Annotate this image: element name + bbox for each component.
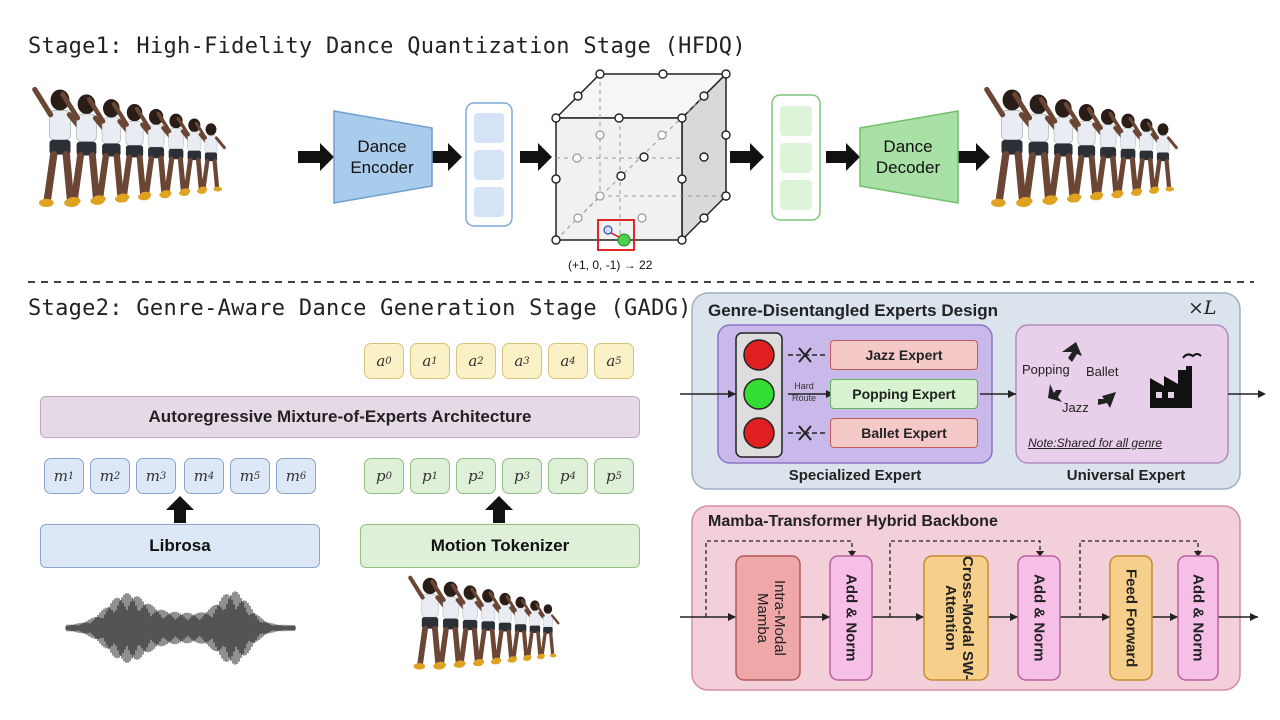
cross-attention-wrap: Cross-Modal SW-Attention	[924, 556, 988, 680]
cross-attention-label: Cross-Modal SW-Attention	[942, 556, 976, 680]
backbone-title: Mamba-Transformer Hybrid Backbone	[708, 513, 998, 530]
add-norm-block-3	[1177, 555, 1219, 681]
add-norm-3-wrap: Add & Norm	[1178, 556, 1218, 680]
genre-popping-label: Popping	[1022, 362, 1070, 377]
blocked-route-icon	[798, 347, 812, 441]
factory-icon	[1150, 353, 1202, 408]
ar-moe-architecture-box: Autoregressive Mixture-of-Experts Archit…	[40, 396, 640, 438]
shared-note: Note:Shared for all genre	[1028, 436, 1163, 450]
feed-forward-wrap: Feed Forward	[1110, 556, 1152, 680]
hard-route-label: Hard Route	[791, 381, 817, 403]
dance-encoder-shape	[333, 110, 433, 204]
arrow-to-output-icon	[958, 143, 990, 171]
quantization-caption: (+1, 0, -1) → 22	[568, 258, 653, 272]
arrow-to-encoder-icon	[298, 143, 334, 171]
intra-modal-mamba-block	[735, 555, 801, 681]
dance-encoder-label: Dance Encoder	[350, 137, 414, 177]
experts-panel-title: Genre-Disentangled Experts Design	[708, 301, 999, 320]
dancer-sequence-left-image	[32, 86, 226, 208]
recycle-icon	[1048, 342, 1116, 408]
genre-ballet-label: Ballet	[1086, 364, 1119, 379]
librosa-box: Librosa	[40, 524, 320, 568]
motion-tokenizer-box: Motion Tokenizer	[360, 524, 640, 568]
add-norm-label-2: Add & Norm	[1030, 574, 1048, 662]
popping-expert-box: Popping Expert	[830, 379, 978, 409]
arrow-to-quantizer-icon	[520, 143, 552, 171]
repeat-label: ×L	[1188, 297, 1217, 319]
stage2-title: Stage2: Genre-Aware Dance Generation Sta…	[28, 296, 692, 321]
add-norm-label-3: Add & Norm	[1189, 574, 1207, 662]
add-norm-label-1: Add & Norm	[842, 574, 860, 662]
dance-decoder-shape	[859, 110, 959, 204]
stage1-arrows	[298, 143, 990, 171]
stage1-title: Stage1: High-Fidelity Dance Quantization…	[28, 34, 746, 59]
add-norm-1-wrap: Add & Norm	[830, 556, 872, 680]
intra-mamba-label: Intra-Modal Mamba	[754, 580, 788, 656]
cross-attention-block	[923, 555, 989, 681]
dancer-sequence-input-image	[408, 575, 560, 670]
genre-jazz-label: Jazz	[1062, 400, 1089, 415]
add-norm-block-1	[829, 555, 873, 681]
quantization-highlight-box	[597, 219, 635, 251]
add-norm-block-2	[1017, 555, 1061, 681]
feed-forward-block	[1109, 555, 1153, 681]
specialized-expert-caption: Specialized Expert	[788, 467, 922, 484]
intra-mamba-label-wrap: Intra-Modal Mamba	[736, 556, 800, 680]
quantization-cube	[551, 69, 731, 251]
universal-expert-caption: Universal Expert	[1066, 467, 1186, 484]
arrow-to-quant-latent-icon	[730, 143, 764, 171]
ballet-expert-box: Ballet Expert	[830, 418, 978, 448]
audio-waveform-image	[65, 591, 296, 665]
dance-decoder-label: Dance Decoder	[875, 137, 941, 177]
arrow-to-decoder-icon	[826, 143, 860, 171]
add-norm-2-wrap: Add & Norm	[1018, 556, 1060, 680]
feed-forward-label: Feed Forward	[1122, 568, 1140, 668]
arrow-tokenizer-up-icon	[485, 496, 513, 523]
arrow-to-latent-icon	[428, 143, 462, 171]
arrow-librosa-up-icon	[166, 496, 194, 523]
dancer-sequence-right-image	[984, 86, 1178, 208]
jazz-expert-box: Jazz Expert	[830, 340, 978, 370]
